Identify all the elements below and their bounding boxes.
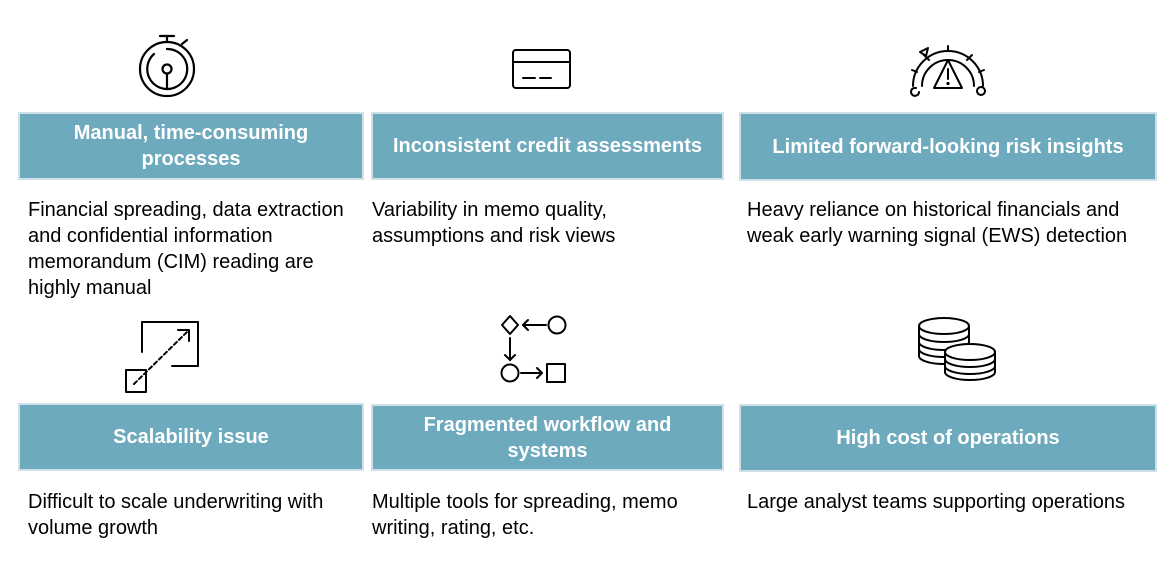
card-1-title: Manual, time-consuming processes xyxy=(73,122,309,170)
scale-expand-icon xyxy=(122,318,202,396)
card-3-description: Heavy reliance on historical financials … xyxy=(747,199,1128,247)
card-3-header: Limited forward-looking risk insights xyxy=(739,112,1157,181)
card-5-description: Multiple tools for spreading, memo writi… xyxy=(372,491,678,539)
risk-gauge-warning-icon xyxy=(907,42,989,98)
stopwatch-icon xyxy=(136,32,198,98)
card-4-title: Scalability issue xyxy=(113,426,269,448)
card-1-description: Financial spreading, data extraction and… xyxy=(28,199,344,299)
card-6-title: High cost of operations xyxy=(836,427,1060,449)
card-6-header: High cost of operations xyxy=(739,404,1157,472)
card-5-header: Fragmented workflow and systems xyxy=(371,404,724,471)
workflow-shapes-icon xyxy=(498,312,570,386)
card-3-title: Limited forward-looking risk insights xyxy=(772,135,1124,158)
coin-stacks-icon xyxy=(915,314,999,386)
card-6-description: Large analyst teams supporting operation… xyxy=(747,491,1126,513)
credit-card-icon xyxy=(511,48,572,90)
card-1-header: Manual, time-consuming processes xyxy=(18,112,364,180)
card-4-header: Scalability issue xyxy=(18,403,364,471)
card-2-title: Inconsistent credit assessments xyxy=(392,135,702,157)
card-2-header: Inconsistent credit assessments xyxy=(371,112,724,180)
card-4-description: Difficult to scale underwriting with vol… xyxy=(28,491,324,539)
card-2-description: Variability in memo quality, assumptions… xyxy=(372,199,616,247)
card-5-title: Fragmented workflow and systems xyxy=(423,413,672,462)
